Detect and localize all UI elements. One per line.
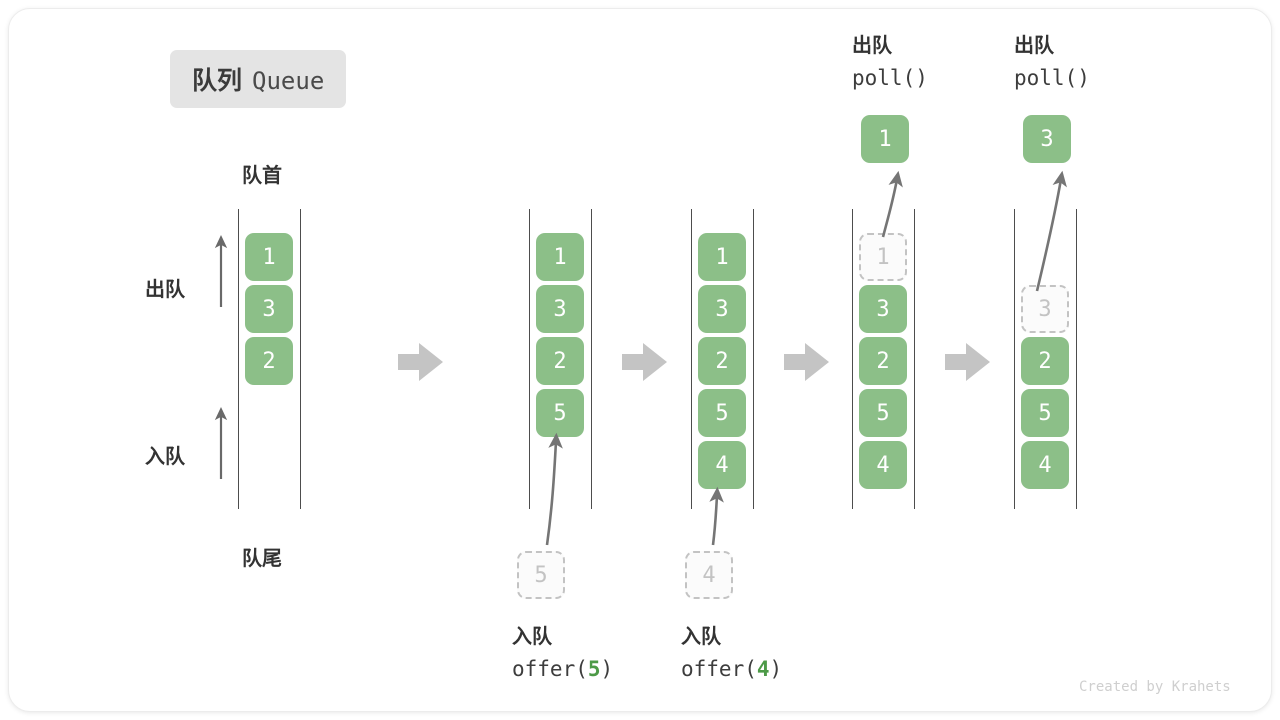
- queue-cell: 2: [859, 337, 907, 385]
- stage-arrow-3: [784, 343, 829, 381]
- rail-right-2: [591, 209, 592, 509]
- rail-left-5: [1014, 209, 1015, 509]
- poll-3-arrow: [1035, 170, 1067, 292]
- code-suffix: ): [769, 657, 783, 681]
- caption-cn: 入队: [681, 626, 721, 648]
- caption-poll-3: 出队 poll(): [1014, 31, 1090, 95]
- ghost-cell-poll-3: 3: [1021, 285, 1069, 333]
- popped-cell-1: 1: [861, 115, 909, 163]
- queue-cell: 1: [536, 233, 584, 281]
- poll-1-arrow: [881, 170, 903, 238]
- watermark: Created by Krahets: [1079, 679, 1231, 695]
- rail-right-4: [914, 209, 915, 509]
- caption-cn: 入队: [512, 626, 552, 648]
- rail-left-2: [529, 209, 530, 509]
- queue-cell: 1: [698, 233, 746, 281]
- queue-cell: 4: [1021, 441, 1069, 489]
- caption-offer-4: 入队 offer(4): [681, 622, 782, 686]
- code-prefix: poll(: [1014, 66, 1078, 90]
- queue-cell: 5: [859, 389, 907, 437]
- offer-4-arrow: [709, 486, 724, 546]
- caption-code: poll(): [1014, 62, 1090, 95]
- rail-right-1: [300, 209, 301, 509]
- queue-cell: 3: [698, 285, 746, 333]
- enqueue-label-1: 入队: [145, 446, 185, 468]
- queue-cell: 3: [536, 285, 584, 333]
- queue-head-label: 队首: [242, 165, 282, 187]
- queue-cell: 5: [1021, 389, 1069, 437]
- code-suffix: ): [1077, 66, 1090, 90]
- rail-left-1: [238, 209, 239, 509]
- stage-arrow-1: [398, 343, 443, 381]
- caption-offer-5: 入队 offer(5): [512, 622, 613, 686]
- rail-left-3: [691, 209, 692, 509]
- queue-cell: 5: [698, 389, 746, 437]
- queue-cell: 1: [245, 233, 293, 281]
- caption-code: poll(): [852, 62, 928, 95]
- offer-5-arrow: [545, 432, 563, 546]
- code-prefix: poll(: [852, 66, 916, 90]
- caption-code: offer(4): [681, 653, 782, 686]
- queue-cell: 5: [536, 389, 584, 437]
- code-suffix: ): [600, 657, 614, 681]
- stage-arrow-4: [945, 343, 990, 381]
- figure-card: 队列 Queue 队首 出队 入队 1 3 2 队尾 1 3 2 5 5 入队 …: [8, 8, 1272, 712]
- arrow-overlay: [214, 170, 1067, 546]
- queue-cell: 4: [859, 441, 907, 489]
- caption-poll-1: 出队 poll(): [852, 31, 928, 95]
- queue-cell: 3: [859, 285, 907, 333]
- queue-cell: 2: [536, 337, 584, 385]
- code-prefix: offer(: [681, 657, 757, 681]
- figure-title-en: Queue: [252, 67, 325, 95]
- caption-code: offer(5): [512, 653, 613, 686]
- stage-arrow-2: [622, 343, 667, 381]
- ghost-cell-offer-5: 5: [517, 551, 565, 599]
- rail-right-5: [1076, 209, 1077, 509]
- figure-title-cn: 队列: [192, 67, 243, 95]
- rail-left-4: [852, 209, 853, 509]
- diagram-stage: 队列 Queue 队首 出队 入队 1 3 2 队尾 1 3 2 5 5 入队 …: [9, 9, 1271, 711]
- code-arg: 4: [756, 657, 770, 681]
- code-arg: 5: [587, 657, 601, 681]
- rail-right-3: [753, 209, 754, 509]
- ghost-cell-poll-1: 1: [859, 233, 907, 281]
- queue-cell: 4: [698, 441, 746, 489]
- caption-cn: 出队: [1014, 35, 1054, 57]
- queue-tail-label: 队尾: [242, 548, 282, 570]
- popped-cell-3: 3: [1023, 115, 1071, 163]
- queue-cell: 2: [245, 337, 293, 385]
- code-prefix: offer(: [512, 657, 588, 681]
- queue-cell: 2: [1021, 337, 1069, 385]
- ghost-cell-offer-4: 4: [685, 551, 733, 599]
- queue-cell: 3: [245, 285, 293, 333]
- dequeue-label-1: 出队: [145, 279, 185, 301]
- code-suffix: ): [915, 66, 928, 90]
- queue-cell: 2: [698, 337, 746, 385]
- figure-title-badge: 队列 Queue: [170, 50, 347, 108]
- caption-cn: 出队: [852, 35, 892, 57]
